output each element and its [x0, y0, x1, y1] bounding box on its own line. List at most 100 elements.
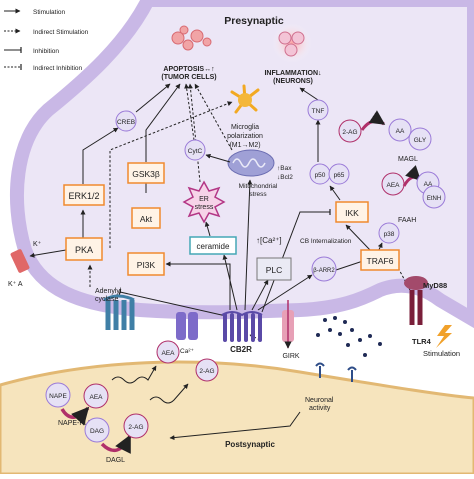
indirect-er-to-apoptosis [187, 83, 201, 183]
inflamed-neurons-icon [272, 23, 312, 63]
nape-label: NAPE [49, 393, 67, 400]
mito-stress-label-1: Mitochondrial [239, 183, 278, 190]
arrow-cb2r-to-pi3k [165, 261, 231, 310]
aea-syn-node [156, 340, 180, 364]
ikk-label: IKK [345, 208, 359, 218]
adenylyl-label-1: Adenylyl [95, 288, 122, 295]
legend-inhibition-label: Inhibition [33, 48, 59, 55]
girk-channel-icon [282, 300, 294, 349]
plc-label: PLC [266, 265, 283, 275]
legend: Stimulation Indirect Stimulation Inhibit… [4, 8, 89, 72]
arrow-cb2r-to-barr2 [257, 274, 313, 311]
faah-label: FAAH [398, 217, 416, 224]
neuronal-activity-label-1: Neuronal [305, 397, 334, 404]
aea-post-label: AEA [89, 394, 103, 401]
two-ag-post-label: 2-AG [128, 424, 143, 431]
tumor-cells-icon [171, 25, 212, 51]
inflammation-sublabel: (NEURONS) [273, 78, 313, 85]
cb2r-receptor-icon [221, 311, 263, 342]
post-receptors-icon [315, 362, 357, 382]
er-stress-label-2: stress [195, 204, 214, 211]
aa1-label: AA [396, 128, 405, 135]
cytc-label: CytC [188, 148, 203, 155]
microglia-label-3: (M1→M2) [229, 142, 260, 149]
cb2r-label: CB2R [230, 345, 252, 354]
creb-label: CREB [117, 119, 135, 126]
dagl-arrow [100, 434, 132, 455]
microglia-icon [230, 84, 260, 114]
arrow-cb2r-to-plc [251, 279, 269, 311]
p38-label: p38 [384, 231, 395, 238]
gly-label: GLY [414, 137, 427, 144]
arrow-mito-to-cytc [205, 153, 231, 163]
aea-right-label: AEA [386, 182, 400, 189]
erk-box [63, 184, 105, 206]
microglia-label-1: Microglia [231, 124, 259, 131]
traf6-label: TRAF6 [367, 256, 394, 266]
akt-label: Akt [140, 214, 153, 224]
stimulation-right-label: Stimulation [423, 349, 460, 358]
barr2-node [311, 256, 337, 282]
p38-node [378, 222, 400, 244]
cb-internalization-label: CB Internalization [300, 238, 352, 245]
gly-node [408, 127, 432, 151]
indirect-pka-to-microglia [109, 101, 233, 248]
tnf-label: TNF [312, 108, 325, 115]
mito-stress-label-2: stress [249, 191, 267, 198]
arrow-traf6-to-ikk [345, 224, 371, 251]
dag-node [84, 417, 110, 443]
magl-label: MAGL [398, 156, 418, 163]
arrow-neuronal-to-dagl [169, 411, 301, 441]
legend-indirect-inhibition-label: Indirect Inhibition [33, 65, 83, 72]
etnh-label: EtNH [427, 196, 441, 202]
p65-label: p65 [334, 172, 345, 179]
aea-post-node [83, 383, 109, 409]
gsk-label: GSK3β [132, 169, 160, 179]
nape-pld-label: NAPE-PLD [58, 420, 93, 427]
two-ag-top-node [338, 119, 362, 143]
presynaptic-title: Presynaptic [224, 15, 284, 27]
p50-label: p50 [315, 172, 326, 179]
tnf-node [307, 99, 329, 121]
arrow-pka-to-k [29, 249, 67, 258]
myd88-label: MyD88 [423, 281, 447, 290]
endocannabinoid-vesicles [316, 316, 382, 357]
tlr4-receptor-icon [404, 276, 428, 325]
two-ag-syn-node [195, 358, 219, 382]
arrow-ikk-to-nfkb [329, 185, 341, 201]
pi3k-box [127, 252, 165, 276]
ceramide-label: ceramide [197, 242, 230, 251]
mitochondrion-icon [227, 149, 275, 177]
indirect-mito-to-apoptosis [194, 83, 233, 151]
apoptosis-sublabel: (TUMOR CELLS) [161, 74, 216, 81]
calcium-rise-label: ↑[Ca²⁺] [256, 236, 282, 245]
lightning-icon [436, 325, 452, 348]
k-channel-icon [10, 249, 30, 273]
wavy-arrow-2ag [149, 383, 189, 404]
etnh-node [422, 185, 446, 209]
aea-syn-label: AEA [161, 350, 175, 357]
bcl2-label: ↓Bcl2 [277, 174, 293, 181]
arrow-cb2r-to-ceramide [222, 254, 238, 311]
arrow-erk-to-creb [82, 127, 119, 184]
apoptosis-label: APOPTOSIS↔↑ [163, 66, 214, 73]
two-ag-top-label: 2-AG [342, 129, 357, 136]
cytc-node [184, 139, 206, 161]
k-plus-a-label: K⁺ A [8, 281, 23, 288]
arrow-gsk-to-apoptosis [145, 83, 181, 162]
orange-boxes: ERK1/2 PKA GSK3β Akt PI3K IKK TRAF6 [63, 162, 400, 276]
aa2-label: AA [424, 181, 433, 188]
adenylyl-label-2: cyclase [95, 296, 118, 303]
neuronal-activity-label-2: activity [309, 405, 331, 412]
ceramide-box [189, 236, 237, 255]
creb-node [115, 110, 137, 132]
two-ag-post-node [123, 413, 149, 439]
nape-node [45, 382, 71, 408]
microglia-label-2: polarization [227, 133, 263, 140]
magl-conversion-arrow [360, 110, 386, 131]
er-stress-burst-icon [182, 180, 226, 224]
plc-box [256, 257, 292, 281]
arrow-tnf-to-inflammation [299, 87, 319, 101]
